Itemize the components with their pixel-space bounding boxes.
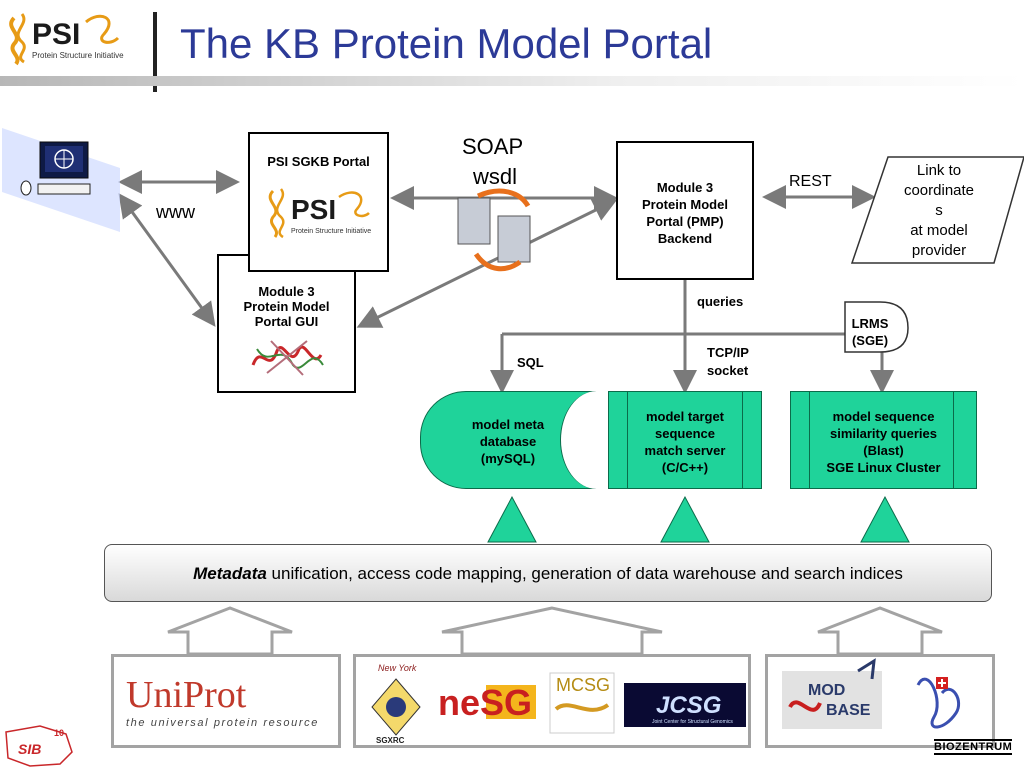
pmp-line-3: Portal (PMP) [646, 214, 724, 229]
uniprot-tagline: the universal protein resource [126, 717, 319, 729]
link-line-4: at model [910, 222, 968, 239]
svg-text:SGXRC: SGXRC [376, 736, 405, 745]
gui-line-2: Protein Model [243, 299, 330, 314]
model-meta-database: model meta database (mySQL) [420, 391, 596, 489]
socket-label: socket [707, 363, 749, 378]
similarity-cluster: model sequence similarity queries (Blast… [790, 391, 977, 489]
link-parallelogram [850, 156, 1024, 264]
link-line-5: provider [911, 242, 967, 259]
queries-label: queries [697, 294, 744, 309]
similarity-line-4: SGE Linux Cluster [826, 460, 941, 475]
svg-text:10: 10 [54, 728, 64, 738]
sql-label: SQL [517, 355, 544, 370]
gui-line-3: Portal GUI [254, 314, 319, 329]
metadata-bar: Metadata unification, access code mappin… [104, 544, 992, 602]
target-triangle [660, 495, 710, 543]
svg-text:SIB: SIB [18, 741, 41, 757]
sgkb-portal-label: PSI SGKB Portal [267, 154, 370, 169]
pmp-line-1: Module 3 [656, 180, 714, 195]
svg-text:MOD: MOD [808, 682, 845, 699]
gui-box: Module 3 Protein Model Portal GUI [217, 254, 356, 393]
svg-text:New York: New York [378, 663, 417, 673]
uniprot-up-arrow [167, 606, 293, 656]
target-line-2: sequence [655, 426, 715, 441]
target-line-1: model target [645, 409, 724, 424]
uniprot-name: UniProt [126, 674, 247, 716]
target-match-server: model target sequence match server (C/C+… [608, 391, 762, 489]
link-line-2: coordinate [903, 182, 975, 199]
pmp-line-4: Backend [657, 231, 713, 246]
target-left-rule [627, 392, 628, 488]
computer-icon [2, 128, 120, 232]
psi-logo: PSI Protein Structure Initiative [0, 0, 150, 70]
server-icon [457, 188, 531, 272]
target-line-3: match server [644, 443, 726, 458]
protein-structure-icon [251, 340, 324, 376]
link-text: Link to coordinate s at model provider [880, 161, 998, 261]
soap-label: SOAP [462, 134, 524, 159]
sgkb-portal-box: PSI SGKB Portal PSI Protein Structure In… [248, 132, 389, 272]
metadata-bold: Metadata [193, 564, 267, 583]
header-separator [153, 12, 157, 92]
link-line-3: s [935, 202, 943, 219]
lrms-shape [844, 301, 909, 353]
modbase-logos: MOD BASE [782, 658, 961, 729]
similarity-triangle [860, 495, 910, 543]
target-right-rule [742, 392, 743, 488]
www-label: www [156, 202, 195, 222]
sg-centers-logos: New York SGXRC neSG MCSG JCSG Joint Cent… [371, 663, 746, 745]
db-line-1: model meta [471, 417, 545, 432]
rest-label: REST [789, 173, 832, 190]
modbase-source-box: MOD BASE [765, 654, 995, 748]
db-line-3: (mySQL) [480, 451, 536, 466]
psi-portal-logo: PSI Protein Structure Initiative [268, 188, 371, 239]
db-triangle [487, 495, 537, 543]
lrms-line-1: LRMS [851, 316, 889, 331]
sg-centers-up-arrow [441, 606, 663, 656]
sg-centers-source-box: New York SGXRC neSG MCSG JCSG Joint Cent… [353, 654, 751, 748]
similarity-line-2: similarity queries [830, 426, 937, 441]
pmp-line-2: Protein Model [642, 197, 728, 212]
svg-text:Joint Center for Structural Ge: Joint Center for Structural Genomics [652, 719, 733, 725]
svg-text:neSG: neSG [438, 682, 532, 723]
computer-gui-arrow [118, 193, 216, 327]
svg-text:MCSG: MCSG [556, 675, 610, 695]
metadata-text: unification, access code mapping, genera… [266, 564, 903, 583]
header-underline [0, 76, 1024, 86]
target-line-4: (C/C++) [661, 460, 709, 475]
biozentrum-logo: BIOZENTRUM [934, 739, 1013, 755]
svg-text:BASE: BASE [826, 702, 871, 719]
svg-text:PSI: PSI [291, 194, 336, 225]
svg-text:Protein Structure Initiative: Protein Structure Initiative [32, 51, 124, 60]
pmp-backend-box: Module 3 Protein Model Portal (PMP) Back… [616, 141, 754, 280]
gui-line-1: Module 3 [258, 284, 315, 299]
lrms-text: LRMS (SGE) [848, 315, 892, 349]
svg-text:Protein Structure Initiative: Protein Structure Initiative [291, 228, 371, 235]
similarity-left-rule [809, 392, 810, 488]
page-title: The KB Protein Model Portal [180, 20, 713, 67]
similarity-line-1: model sequence [832, 409, 935, 424]
similarity-right-rule [953, 392, 954, 488]
svg-text:PSI: PSI [32, 18, 80, 51]
lrms-line-2: (SGE) [851, 333, 889, 348]
svg-text:JCSG: JCSG [656, 692, 721, 719]
sib-logo-graphic: SIB 10 [5, 725, 73, 767]
link-line-1: Link to [916, 162, 962, 179]
tcpip-label: TCP/IP [707, 345, 749, 360]
wsdl-label: wsdl [473, 164, 518, 189]
modbase-up-arrow [817, 606, 943, 656]
similarity-line-3: (Blast) [863, 443, 904, 458]
psi-logo-graphic: PSI Protein Structure Initiative [9, 13, 124, 66]
sib-logo: SIB 10 [0, 722, 80, 768]
db-line-2: database [479, 434, 537, 449]
uniprot-source-box: UniProt the universal protein resource [111, 654, 341, 748]
